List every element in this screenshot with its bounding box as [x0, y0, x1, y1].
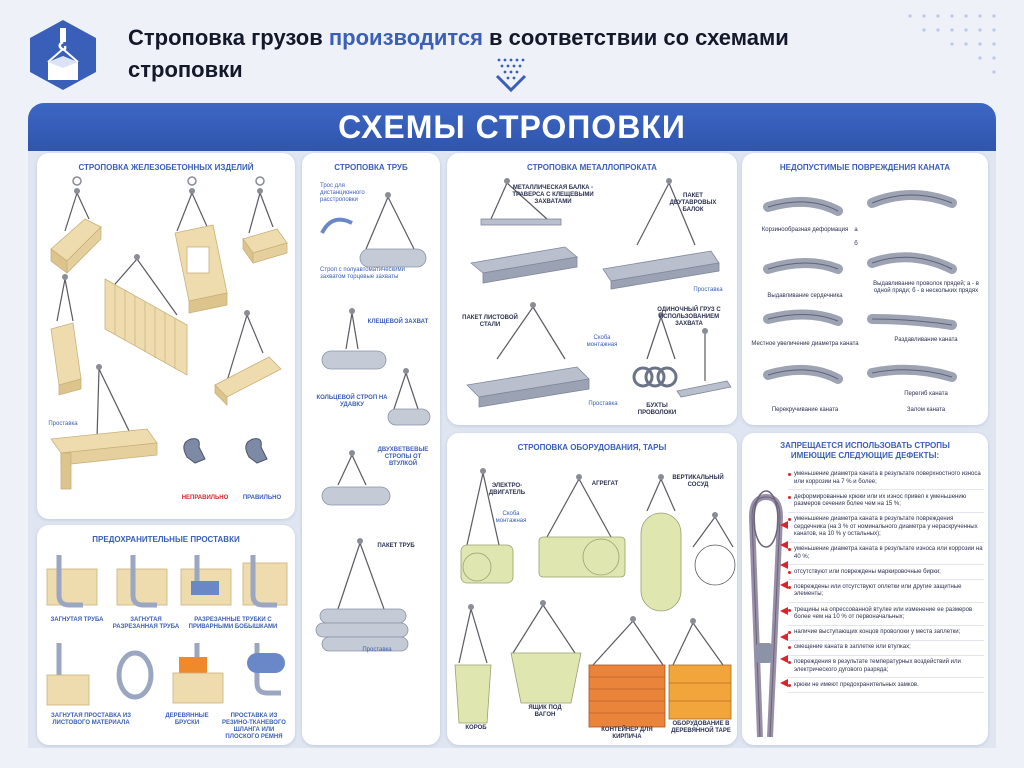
spacers-illustration: [46, 555, 288, 706]
panel-protective: Предохранительные проставки Загнутая тру…: [37, 525, 295, 745]
panel-equipment: Строповка оборудования, тары Электро-дви…: [447, 433, 737, 745]
label-double: Двухветвевые стропы от втулкой: [377, 447, 429, 467]
label-single: Одиночный груз с использованием захвата: [657, 307, 721, 327]
rope-label-2: Выдавливание проволок прядей; а - в одно…: [873, 281, 979, 294]
label-clamp: Клещевой захват: [367, 319, 429, 325]
chevron-down-icon: [495, 58, 527, 93]
rope-label-1: Корзинообразная деформация: [761, 227, 849, 233]
decorative-dots: [908, 14, 996, 74]
defect-item: повреждены или отсутствуют оплетки или д…: [788, 584, 984, 603]
panel-metal-title: Строповка металлопроката: [527, 163, 657, 172]
defect-item: повреждения в результате температурных в…: [788, 659, 984, 679]
equipment-illustration: [454, 468, 736, 728]
panel-concrete: Строповка железобетонных изделий Простав…: [37, 153, 295, 519]
rope-mark-b: б: [854, 241, 858, 247]
label-i-beam-pack: Пакет двутавровых балок: [669, 193, 717, 213]
label-sheet-pack: Пакет листовой стали: [462, 315, 518, 328]
spacer-label-1: Загнутая труба: [50, 617, 104, 623]
label-box: Короб: [465, 725, 487, 731]
metal-illustration: [466, 178, 732, 408]
panel-prohibited-title: Запрещается использовать стропы имеющие …: [780, 441, 950, 460]
label-pipe-spacer: Проставка: [362, 647, 392, 653]
label-wood: Оборудование в деревянной таре: [671, 721, 731, 734]
panel-protective-title: Предохранительные проставки: [92, 535, 240, 544]
panel-rope-damage-title: Недопустимые повреждения каната: [779, 163, 951, 172]
defect-item: трещины на опрессованной втулке или изме…: [788, 607, 984, 626]
label-wire: Бухты проволоки: [637, 403, 677, 416]
rope-label-5: Местное увеличение диаметра каната: [751, 341, 859, 347]
sling-illustration: [748, 490, 788, 738]
panel-pipes: Строповка труб Трос для дистанционного р…: [302, 153, 440, 745]
rope-label-8: Залом каната: [906, 407, 946, 413]
spacer-label-6: Проставка из резино-тканевого шланга или…: [222, 713, 286, 740]
header: Строповка грузов производится в соответс…: [0, 0, 1024, 100]
label-cable: Трос для дистанционного расстроповки: [320, 183, 365, 203]
panel-rope-damage: Недопустимые повреждения каната Корзиноо…: [742, 153, 988, 425]
label-sling: Строп с полуавтоматическими захватом тор…: [320, 267, 405, 280]
crane-hook-logo-icon: [30, 20, 96, 90]
label-mount: Скоба монтажная: [586, 335, 618, 348]
spacer-label-2: Загнутая разрезанная труба: [112, 617, 180, 630]
panel-pipes-title: Строповка труб: [334, 163, 408, 172]
spacer-label-5: Деревянные бруски: [165, 713, 209, 726]
spacer-label-4: Загнутая проставка из листового материал…: [51, 713, 131, 726]
page-title: Строповка грузов производится в соответс…: [128, 25, 789, 82]
rope-label-6: Перегиб каната: [904, 391, 948, 397]
label-crate: Ящик под вагон: [528, 705, 562, 718]
label-spacer2: Проставка: [588, 401, 618, 407]
label-unit: Агрегат: [591, 481, 619, 487]
defect-item: уменьшение диаметра каната в результате …: [788, 516, 984, 543]
banner-title: СХЕМЫ СТРОПОВКИ: [28, 103, 996, 151]
concrete-illustration: [50, 176, 288, 490]
label-container: Контейнер для кирпича: [601, 727, 653, 740]
panel-metal: Строповка металлопроката Металлическая б…: [447, 153, 737, 425]
label-right: Правильно: [242, 495, 282, 501]
label-ring: Кольцевой строп на удавку: [316, 395, 388, 408]
pipes-illustration: [315, 192, 431, 652]
label-vessel: Вертикальный сосуд: [672, 475, 724, 488]
defect-list: уменьшение диаметра каната в результате …: [788, 471, 984, 697]
rope-label-3: Выдавливание сердечника: [767, 293, 843, 299]
spacer-label-3: Разрезанные трубки с приварными бобышкам…: [188, 617, 278, 630]
label-equip-mount: Скоба монтажная: [495, 511, 527, 524]
rope-label-4: Раздавливание каната: [894, 337, 958, 343]
defect-item: наличие выступающих концов проволоки у м…: [788, 629, 984, 641]
defect-item: деформированные крюки или их износ приве…: [788, 494, 984, 513]
defect-item: смещение каната в заплетке или втулках;: [788, 644, 984, 656]
rope-label-7: Перекручивание каната: [771, 407, 839, 413]
defect-item: уменьшение диаметра каната в результате …: [788, 471, 984, 490]
label-wrong: Неправильно: [181, 495, 229, 501]
label-motor: Электро-двигатель: [488, 483, 526, 496]
panel-prohibited: Запрещается использовать стропы имеющие …: [742, 433, 988, 745]
panel-concrete-title: Строповка железобетонных изделий: [78, 163, 254, 172]
defect-item: крюки не имеют предохранительных замков.: [788, 682, 984, 694]
defect-item: отсутствуют или повреждены маркировочные…: [788, 569, 984, 581]
defect-item: уменьшение диаметра каната в результате …: [788, 546, 984, 566]
label-pack: Пакет труб: [377, 543, 415, 549]
label-metal-spacer: Проставка: [693, 287, 723, 293]
label-beam: Металлическая балка - траверса с клещевы…: [512, 185, 594, 205]
rope-damage-illustration: [763, 190, 957, 384]
label-spacer: Проставка: [48, 421, 78, 427]
rope-mark-a: а: [854, 227, 858, 233]
panel-equipment-title: Строповка оборудования, тары: [517, 443, 667, 452]
